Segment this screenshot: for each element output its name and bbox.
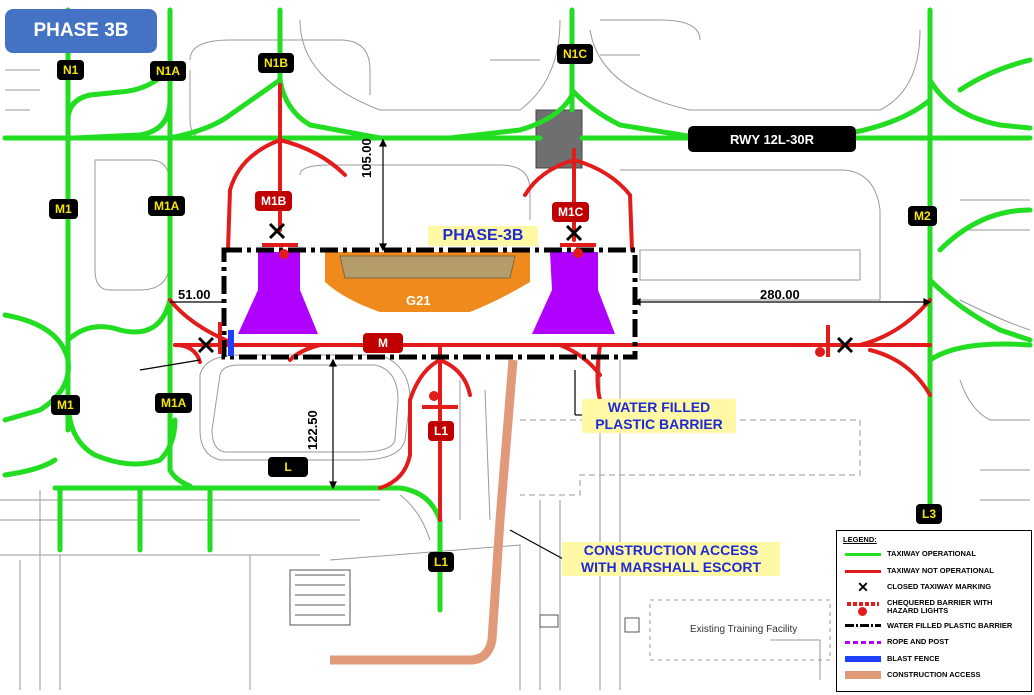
- tag-l: L: [268, 457, 308, 477]
- tag-m1-top: M1: [49, 199, 78, 219]
- water-barrier-line1: WATER FILLED: [607, 399, 711, 415]
- closed-markings: [197, 222, 854, 354]
- chequered-barrier-icon: [845, 600, 881, 616]
- construction-line2: WITH MARSHALL ESCORT: [580, 559, 762, 575]
- water-barrier-line2: PLASTIC BARRIER: [595, 416, 723, 432]
- purple-dashed-line-icon: [845, 635, 881, 649]
- apron-inner: [339, 255, 516, 279]
- runway-label: RWY 12L-30R: [688, 126, 856, 152]
- barrier-m1c: [560, 243, 596, 258]
- barrier-m1a: [218, 322, 222, 354]
- dimension-lines: [139, 138, 932, 561]
- closed-x-east: [836, 336, 854, 354]
- tag-m1a-bottom: M1A: [155, 393, 193, 413]
- blast-fence: [228, 330, 234, 356]
- tag-l1: L1: [428, 421, 455, 441]
- closed-x-m1c: [565, 224, 583, 242]
- dash-dot-line-icon: [845, 619, 881, 633]
- legend-label: TAXIWAY NOT OPERATIONAL: [887, 565, 994, 575]
- blue-bar-icon: [845, 652, 881, 666]
- legend-label: CHEQUERED BARRIER WITH HAZARD LIGHTS: [887, 597, 993, 615]
- phase-title-box: PHASE 3B: [5, 9, 157, 53]
- construction-line1: CONSTRUCTION ACCESS: [583, 542, 759, 558]
- construction-access-callout: CONSTRUCTION ACCESS WITH MARSHALL ESCORT: [562, 542, 780, 576]
- construction-access-route: [330, 359, 518, 665]
- closed-x-m1a: [197, 336, 215, 354]
- dimension-105: 105.00: [359, 138, 374, 178]
- training-facility-note: Existing Training Facility: [690, 624, 797, 635]
- tag-m: M: [363, 333, 403, 353]
- phase-callout: PHASE-3B: [428, 226, 538, 246]
- legend-item: TAXIWAY OPERATIONAL: [837, 546, 1031, 563]
- tag-n1b: N1B: [258, 53, 295, 73]
- chequered-barriers: [218, 243, 830, 409]
- barrier-east: [815, 325, 830, 357]
- legend: LEGEND: TAXIWAY OPERATIONAL TAXIWAY NOT …: [836, 530, 1032, 692]
- apron-label: G21: [406, 293, 431, 308]
- legend-title: LEGEND:: [843, 535, 877, 544]
- legend-label: WATER FILLED PLASTIC BARRIER: [887, 620, 1013, 630]
- barrier-m1b: [262, 243, 298, 259]
- closed-area-left: [238, 252, 318, 334]
- legend-item: BLAST FENCE: [837, 651, 1031, 668]
- x-mark-icon: ✕: [857, 579, 869, 596]
- water-barrier-boundary: [221, 247, 638, 360]
- tag-n1: N1: [57, 60, 85, 80]
- non-operational-taxiways: [168, 83, 932, 522]
- red-line-icon: [845, 564, 881, 578]
- legend-item: TAXIWAY NOT OPERATIONAL: [837, 563, 1031, 580]
- tag-l3: L3: [916, 504, 943, 524]
- dimension-51: 51.00: [178, 287, 211, 302]
- building-hatching: [289, 569, 640, 633]
- tag-n1c: N1C: [557, 44, 594, 64]
- legend-label: CLOSED TAXIWAY MARKING: [887, 582, 992, 592]
- tag-n1a: N1A: [150, 61, 187, 81]
- legend-label: CONSTRUCTION ACCESS: [887, 670, 981, 680]
- tag-m1b: M1B: [255, 191, 293, 211]
- legend-item: ✕ CLOSED TAXIWAY MARKING: [837, 579, 1031, 596]
- legend-label: BLAST FENCE: [887, 653, 940, 663]
- tan-bar-icon: [845, 668, 881, 682]
- barrier-l1: [422, 391, 458, 409]
- closed-area-right: [532, 252, 615, 334]
- closed-x-m1b: [268, 222, 286, 240]
- dimension-122: 122.50: [305, 410, 320, 450]
- legend-label: ROPE AND POST: [887, 637, 949, 647]
- legend-item: ROPE AND POST: [837, 634, 1031, 651]
- legend-item: WATER FILLED PLASTIC BARRIER: [837, 618, 1031, 635]
- legend-item: CHEQUERED BARRIER WITH HAZARD LIGHTS: [837, 596, 1031, 618]
- legend-label: TAXIWAY OPERATIONAL: [887, 549, 976, 559]
- water-barrier-callout: WATER FILLED PLASTIC BARRIER: [582, 399, 736, 433]
- tag-m1c: M1C: [552, 202, 590, 222]
- operational-taxiways: [2, 7, 1033, 613]
- dimension-280: 280.00: [760, 287, 800, 302]
- tag-m1a-top: M1A: [148, 196, 186, 216]
- green-line-icon: [845, 547, 881, 561]
- tag-m1-bottom: M1: [51, 395, 80, 415]
- tag-m2: M2: [908, 206, 937, 226]
- tag-l1-bottom: L1: [428, 552, 455, 572]
- legend-item: CONSTRUCTION ACCESS: [837, 667, 1031, 684]
